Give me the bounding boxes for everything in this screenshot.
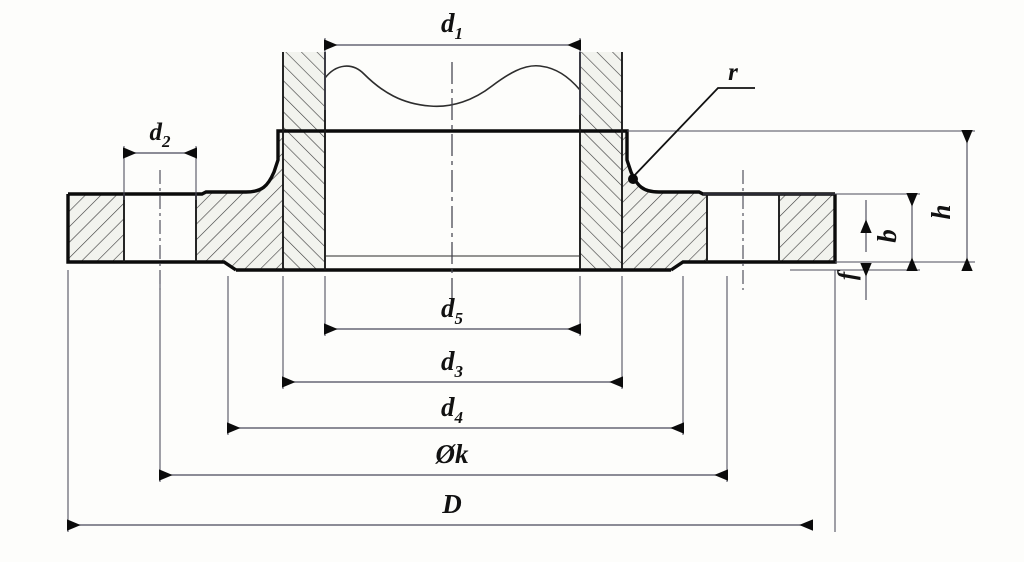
label-d4-base: d xyxy=(441,392,455,422)
label-d2: d2 xyxy=(150,119,172,151)
label-d1: d1 xyxy=(441,8,463,43)
left-flange-outline xyxy=(66,194,237,272)
label-d1-base: d xyxy=(441,8,455,38)
label-d5-sub: 5 xyxy=(455,309,464,328)
label-h: h xyxy=(926,204,956,219)
label-d4: d4 xyxy=(441,392,463,427)
body-outlines xyxy=(66,52,837,272)
label-f: f xyxy=(834,269,861,280)
label-b: b xyxy=(872,229,902,243)
fillet-radius-leader xyxy=(628,87,755,184)
right-hub-wall-section xyxy=(580,131,622,270)
extension-lines xyxy=(67,38,975,532)
left-hub-wall-section xyxy=(283,131,325,270)
label-d3-sub: 3 xyxy=(454,362,464,381)
label-d3: d3 xyxy=(441,346,464,381)
label-d4-sub: 4 xyxy=(454,408,464,427)
label-k: Øk xyxy=(435,439,469,469)
center-lines xyxy=(159,62,744,300)
label-d1-sub: 1 xyxy=(455,24,464,43)
bore-break-line xyxy=(324,64,581,108)
right-flange-outline xyxy=(670,194,837,272)
label-d2-sub: 2 xyxy=(161,132,171,151)
left-hub-profile xyxy=(68,129,325,196)
label-d3-base: d xyxy=(441,346,455,376)
r-leader-dot xyxy=(628,174,638,184)
left-neck-stub-section xyxy=(283,52,325,131)
right-neck-stub-section xyxy=(580,52,622,131)
dimension-labels: d1 d2 d5 d3 d4 Øk D h b f r xyxy=(150,8,957,519)
label-D: D xyxy=(441,489,462,519)
dimension-lines xyxy=(66,39,973,531)
label-d2-base: d xyxy=(150,119,163,146)
r-leader-line xyxy=(631,87,755,179)
right-hub-profile xyxy=(580,129,835,196)
label-r: r xyxy=(728,59,738,86)
label-d5: d5 xyxy=(441,293,464,328)
label-d5-base: d xyxy=(441,293,455,323)
